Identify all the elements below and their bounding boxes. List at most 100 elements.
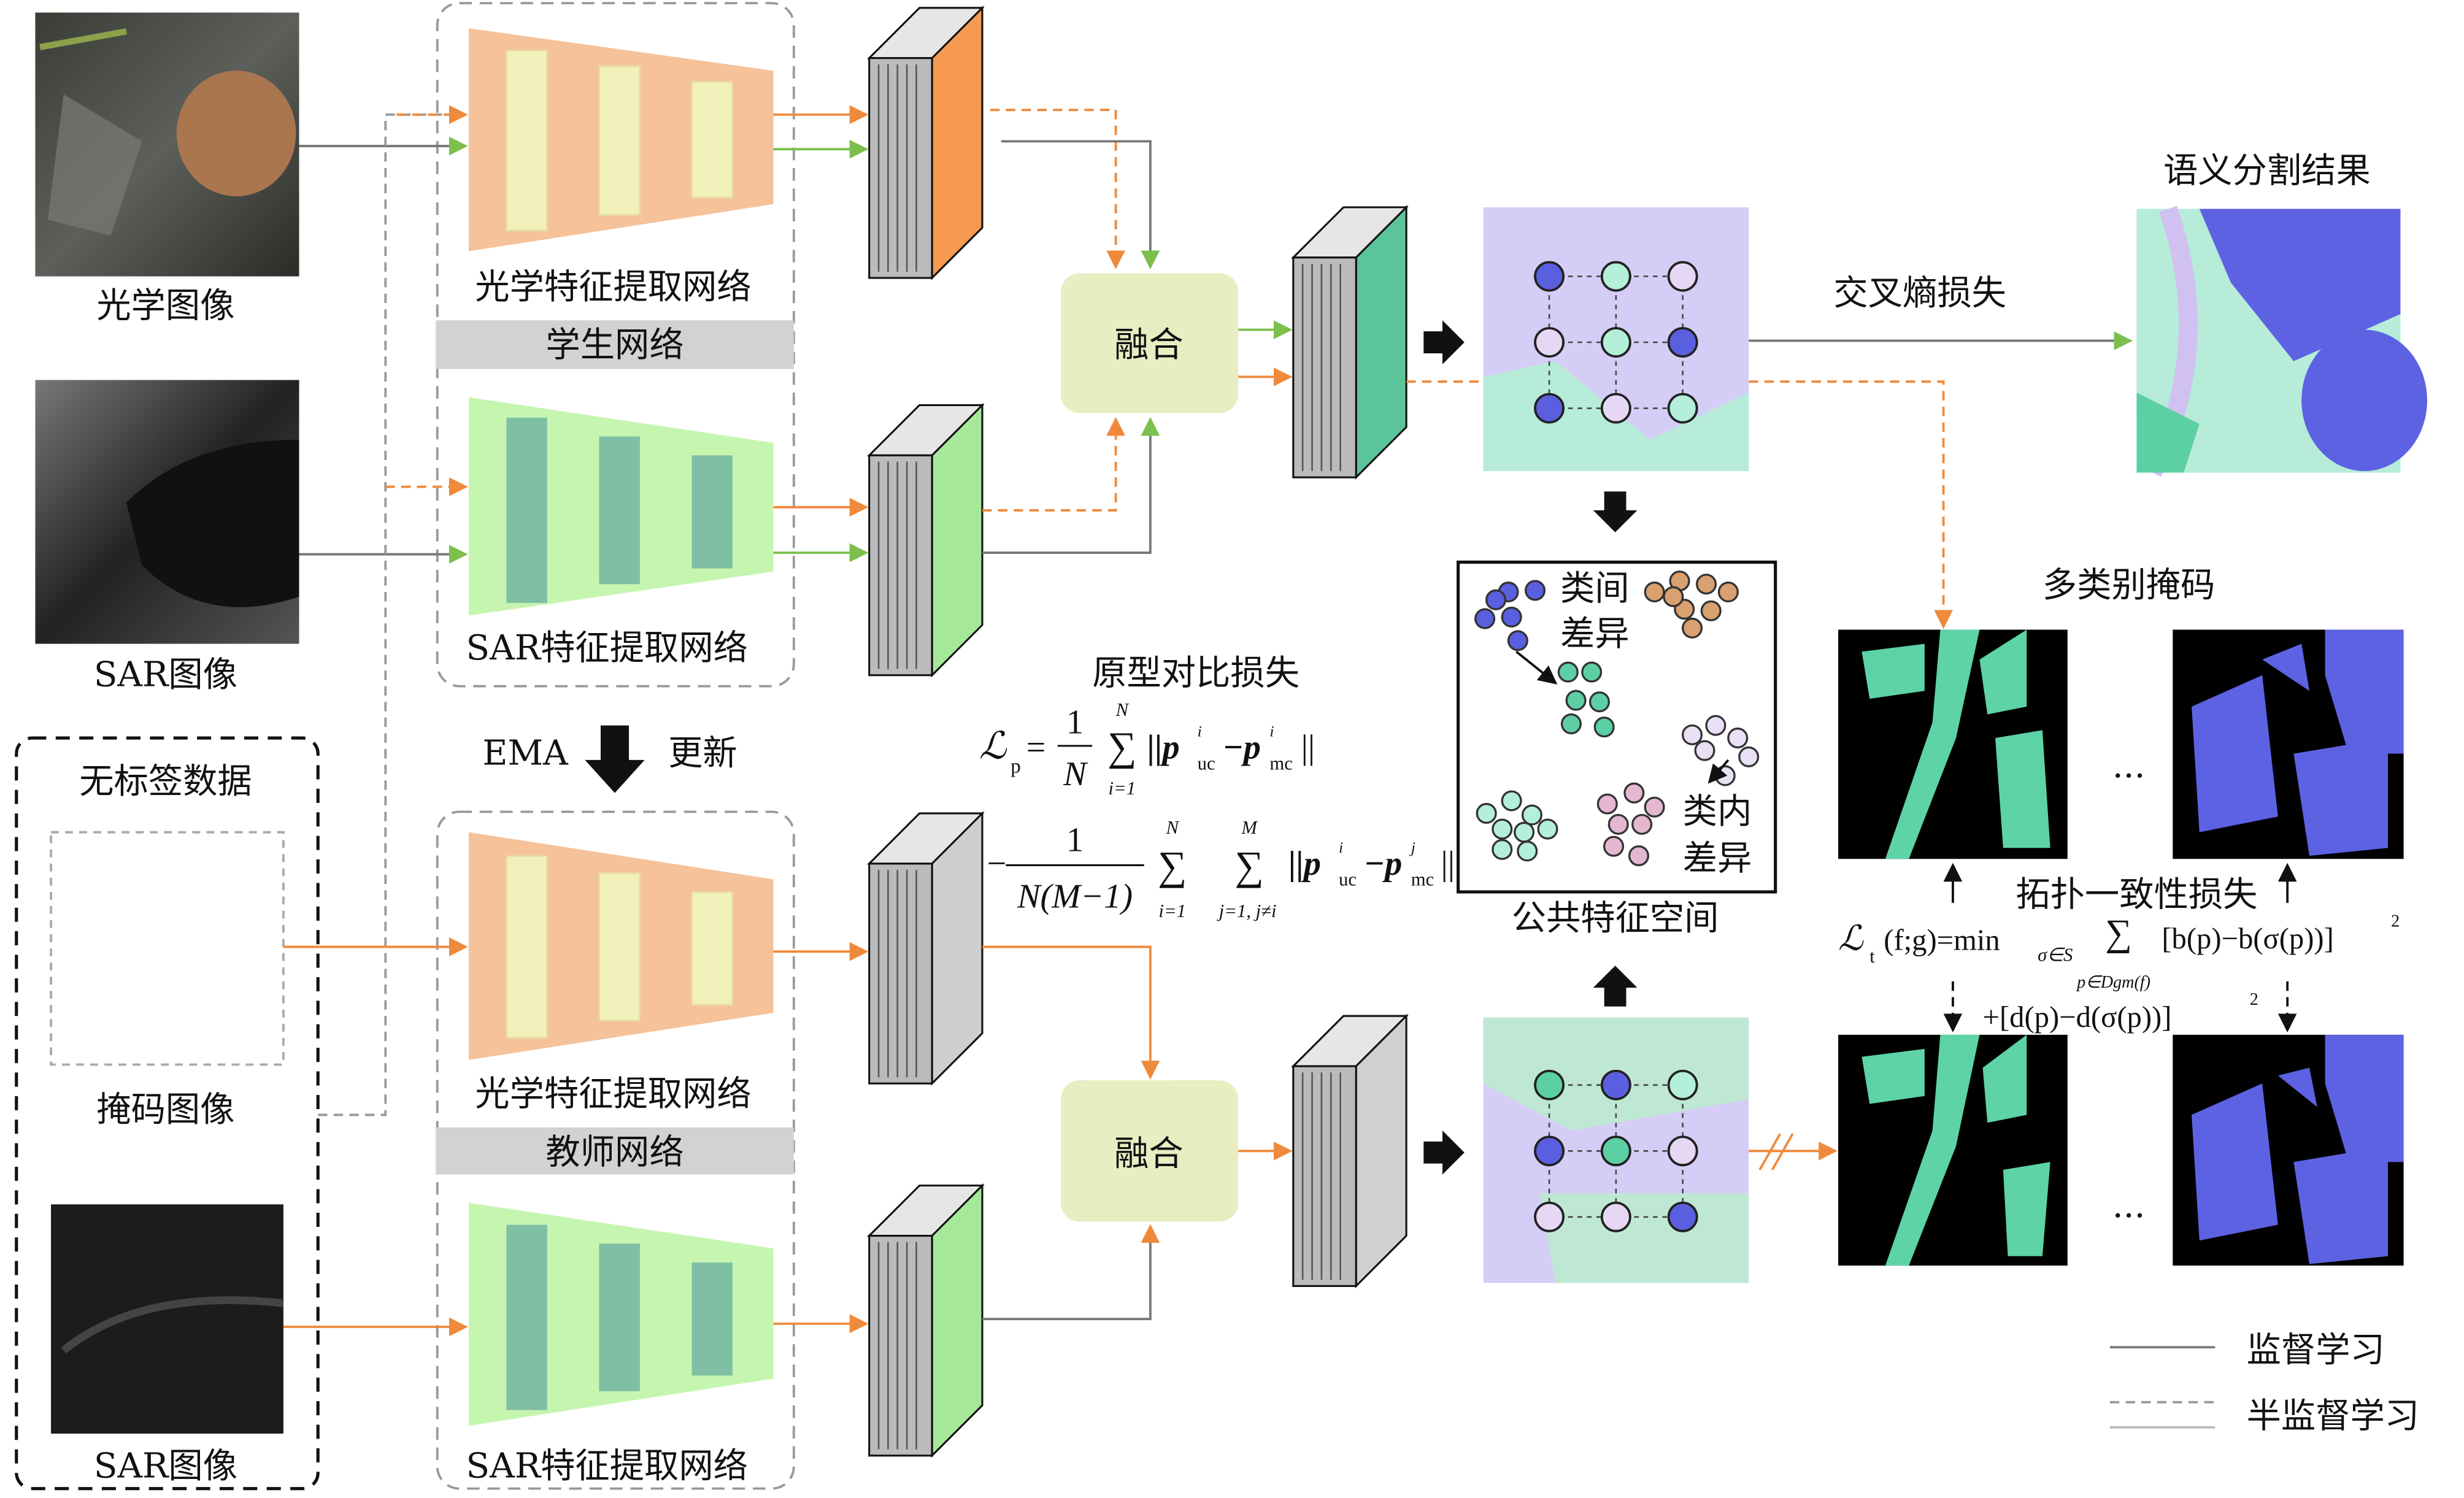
feature-map-bottom bbox=[1483, 1017, 1749, 1283]
formula-text: i=1 bbox=[1109, 778, 1136, 799]
prototype-point bbox=[1667, 1201, 1698, 1232]
arrow-right-icon bbox=[1423, 320, 1465, 364]
formula-subscript: mc bbox=[1411, 869, 1434, 890]
prototype-point bbox=[1534, 261, 1565, 292]
teacher-optical-feature-block bbox=[866, 811, 985, 1086]
formula-text: = bbox=[1026, 728, 1046, 766]
cluster-point-pink bbox=[1603, 835, 1625, 857]
student-optical-encoder-label: 光学特征提取网络 bbox=[475, 267, 751, 307]
legend: 监督学习 半监督学习 bbox=[2109, 1330, 2419, 1436]
inter-class-label-1: 类间 bbox=[1560, 569, 1630, 609]
prototype-point bbox=[1534, 1135, 1565, 1167]
formula-text: 1 bbox=[1066, 821, 1084, 859]
ema-label: EMA bbox=[482, 734, 569, 774]
cluster-point-pink bbox=[1628, 845, 1649, 867]
teacher-network-bar bbox=[436, 1127, 794, 1175]
cluster-point-teal bbox=[1517, 840, 1538, 862]
formula-sum: ∑ bbox=[1158, 843, 1187, 888]
prototype-loss-title: 原型对比损失 bbox=[1092, 653, 1299, 693]
formula-subscript: uc bbox=[1198, 753, 1215, 774]
prototype-point bbox=[1600, 1135, 1631, 1167]
teacher-sar-encoder-label: SAR特征提取网络 bbox=[466, 1446, 748, 1486]
feature-map-top bbox=[1483, 207, 1749, 471]
prototype-point bbox=[1600, 327, 1631, 358]
teacher-sar-feature-block bbox=[866, 1183, 985, 1458]
cluster-point-orange bbox=[1644, 582, 1665, 603]
prototype-point bbox=[1667, 1069, 1698, 1100]
formula-subscript: p bbox=[1011, 755, 1021, 777]
arrow-up-icon bbox=[1593, 966, 1638, 1007]
mask-ellipsis: ... bbox=[2112, 1186, 2146, 1226]
segmentation-result-title: 语义分割结果 bbox=[2163, 151, 2371, 191]
cluster-point-teal bbox=[1521, 804, 1542, 826]
mask-ellipsis: ... bbox=[2112, 746, 2146, 786]
sar-image-unlabeled-label: SAR图像 bbox=[94, 1446, 237, 1486]
sar-image-label: SAR图像 bbox=[94, 655, 237, 695]
mask-teacher-class1 bbox=[1838, 1034, 2068, 1266]
formula-symbol: ℒ bbox=[1838, 920, 1864, 958]
cluster-point-lavender bbox=[1694, 740, 1715, 761]
fusion-top-label: 融合 bbox=[1114, 325, 1184, 365]
student-sar-feature-block bbox=[866, 402, 985, 678]
formula-text: N bbox=[1063, 755, 1088, 793]
prototype-point bbox=[1600, 393, 1631, 424]
student-sar-encoder bbox=[468, 397, 774, 616]
prototype-point bbox=[1534, 1069, 1565, 1100]
fusion-bottom-box bbox=[1060, 1080, 1239, 1222]
cluster-point-pink bbox=[1596, 793, 1618, 815]
formula-text: N(M−1) bbox=[1017, 878, 1133, 916]
arrow-right-icon bbox=[1423, 1131, 1465, 1175]
sar-image-unlabeled bbox=[51, 1204, 284, 1434]
cluster-point-blue bbox=[1507, 630, 1528, 651]
formula-superscript: i bbox=[1269, 723, 1274, 740]
cluster-point-lavender bbox=[1714, 765, 1736, 786]
ema-update-label: 更新 bbox=[668, 734, 737, 774]
cluster-point-orange bbox=[1663, 586, 1684, 607]
ema-arrow-icon bbox=[585, 725, 645, 793]
mask-student-classN bbox=[2173, 629, 2404, 859]
formula-symbol: ℒ bbox=[979, 725, 1007, 767]
formula-text: 1 bbox=[1066, 703, 1084, 741]
multiclass-mask-title: 多类别掩码 bbox=[2042, 566, 2215, 605]
formula-superscript: 2 bbox=[2250, 990, 2258, 1009]
cluster-point-lavender bbox=[1705, 715, 1727, 736]
optical-image bbox=[35, 12, 299, 277]
cluster-point-blue bbox=[1501, 606, 1522, 628]
cluster-point-orange bbox=[1681, 617, 1703, 639]
formula-text: N bbox=[1115, 699, 1130, 720]
cluster-point-pink bbox=[1607, 813, 1629, 835]
formula-text: −p bbox=[1364, 845, 1402, 883]
formula-text: −p bbox=[1223, 728, 1261, 766]
formula-sum: ∑ bbox=[1107, 724, 1136, 769]
formula-text: || bbox=[1301, 728, 1315, 766]
intra-class-label-1: 类内 bbox=[1683, 791, 1752, 831]
formula-superscript: j bbox=[1409, 839, 1415, 856]
common-feature-space-label: 公共特征空间 bbox=[1512, 898, 1719, 938]
mask-teacher-classN bbox=[2173, 1034, 2404, 1266]
cluster-point-pink bbox=[1631, 813, 1653, 835]
formula-superscript: i bbox=[1339, 839, 1343, 856]
prototype-point bbox=[1600, 261, 1631, 292]
formula-text: j=1, j≠i bbox=[1217, 901, 1277, 921]
inter-class-label-2: 差异 bbox=[1560, 614, 1630, 654]
student-optical-feature-block bbox=[866, 6, 985, 280]
cluster-point-teal bbox=[1492, 839, 1513, 860]
unlabeled-data-title: 无标签数据 bbox=[79, 762, 252, 802]
mask-image-placeholder bbox=[50, 831, 285, 1066]
formula-text: N bbox=[1165, 817, 1179, 838]
legend-supervised-label: 监督学习 bbox=[2247, 1330, 2385, 1370]
fused-student-feature-block bbox=[1291, 205, 1409, 480]
formula-superscript: 2 bbox=[2391, 912, 2400, 931]
student-network-bar bbox=[436, 320, 794, 369]
cluster-point-green bbox=[1593, 716, 1615, 738]
cluster-point-blue bbox=[1485, 589, 1507, 610]
fusion-bottom-label: 融合 bbox=[1114, 1134, 1184, 1173]
arrow-down-icon bbox=[1593, 491, 1638, 532]
prototype-point bbox=[1667, 261, 1698, 292]
formula-text: ||p bbox=[1288, 845, 1321, 883]
intra-class-arrow bbox=[1707, 759, 1730, 784]
formula-text: M bbox=[1241, 817, 1258, 838]
student-optical-encoder bbox=[468, 28, 774, 252]
teacher-optical-encoder bbox=[468, 832, 774, 1060]
fusion-top-box bbox=[1060, 273, 1239, 413]
